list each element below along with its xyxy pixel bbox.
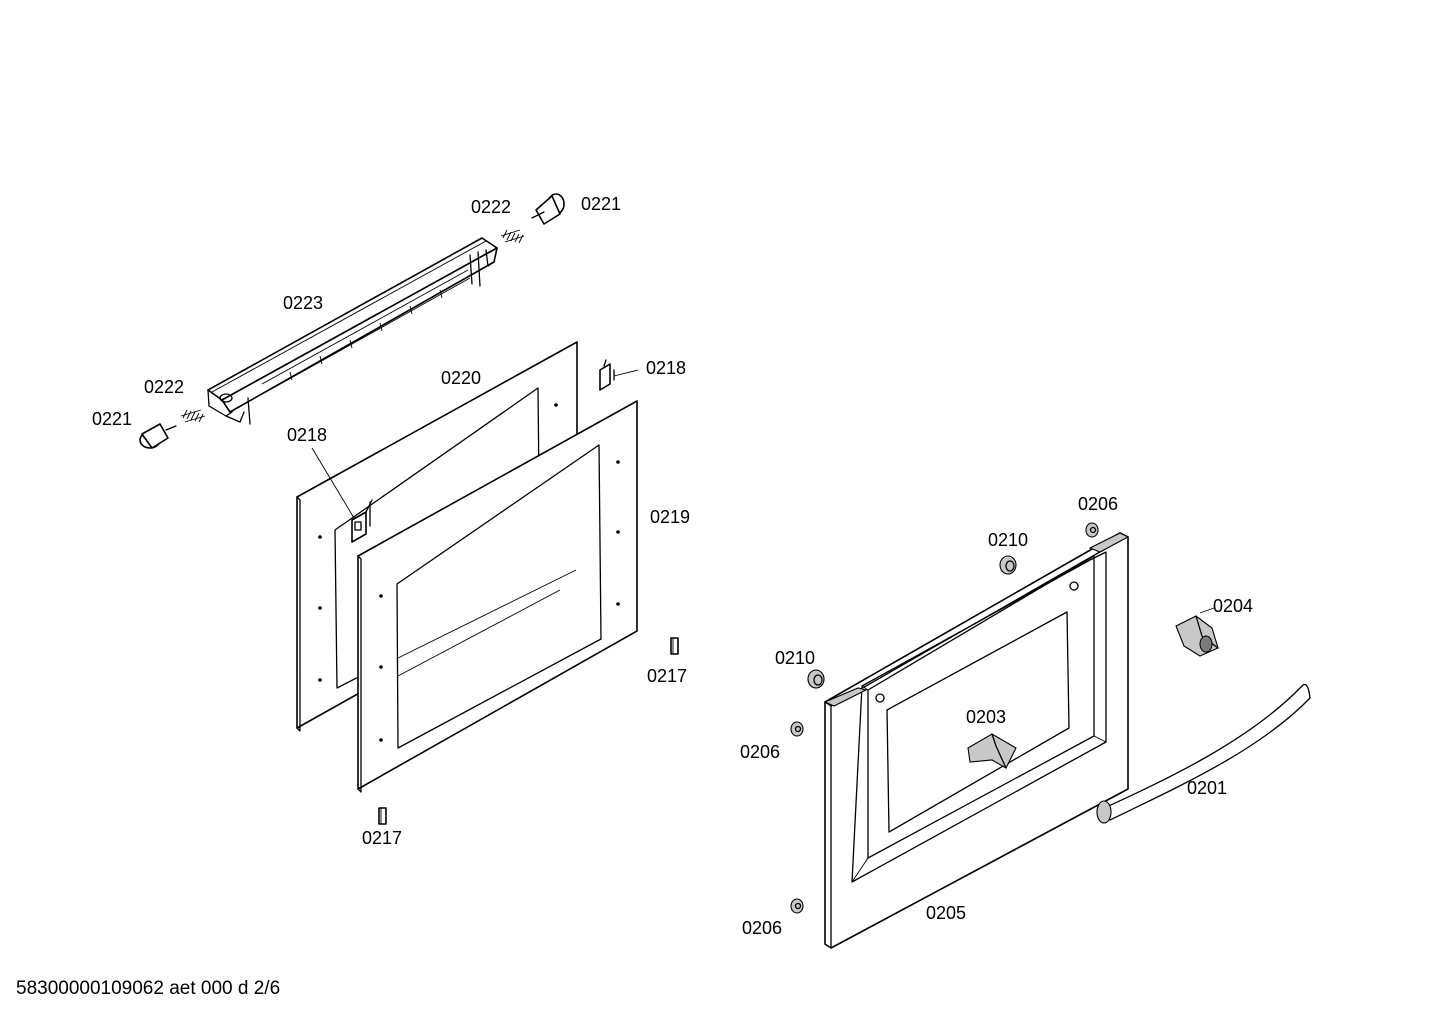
label-0222-left: 0222 <box>144 377 184 397</box>
label-0218-top: 0218 <box>646 358 686 378</box>
label-0219: 0219 <box>650 507 690 527</box>
part-0210-spacer-left <box>807 669 825 689</box>
part-0203-bracket <box>967 733 1017 769</box>
part-0221-pin-left <box>139 423 177 449</box>
part-0222-spring-left <box>180 409 206 423</box>
part-0221-pin-top <box>531 193 565 225</box>
part-0206-screw-mid <box>790 721 804 737</box>
part-0218-clip-top <box>599 359 639 391</box>
part-0223-hinge-bar <box>207 237 498 425</box>
label-0201: 0201 <box>1187 778 1227 798</box>
part-0218-clip-left <box>311 447 373 543</box>
label-0210-top: 0210 <box>988 530 1028 550</box>
part-0219-front-frame <box>357 400 638 793</box>
label-0203: 0203 <box>966 707 1006 727</box>
part-0210-spacer-top <box>999 555 1017 575</box>
label-0218-left: 0218 <box>287 425 327 445</box>
part-0222-spring-top <box>500 229 525 244</box>
label-0217-right: 0217 <box>647 666 687 686</box>
label-0206-mid: 0206 <box>740 742 780 762</box>
part-0201-handle <box>1096 683 1311 824</box>
label-0205: 0205 <box>926 903 966 923</box>
part-0204-end-cap <box>1175 615 1219 657</box>
label-0221-left: 0221 <box>92 409 132 429</box>
label-0210-left: 0210 <box>775 648 815 668</box>
part-0205-door-panel <box>823 532 1130 949</box>
label-0221-top: 0221 <box>581 194 621 214</box>
label-0217-bottom: 0217 <box>362 828 402 848</box>
label-0222-top: 0222 <box>471 197 511 217</box>
drawing-reference-footer: 58300000109062 aet 000 d 2/6 <box>16 978 281 999</box>
part-0206-screw-top <box>1085 522 1099 538</box>
part-0206-screw-bottom <box>790 898 804 914</box>
part-0217-block-right <box>670 637 679 655</box>
label-0206-top: 0206 <box>1078 494 1118 514</box>
label-0206-bottom: 0206 <box>742 918 782 938</box>
label-0204: 0204 <box>1213 596 1253 616</box>
label-0220: 0220 <box>441 368 481 388</box>
part-0217-block-bottom <box>378 807 387 825</box>
label-0223: 0223 <box>283 293 323 313</box>
leader-lines <box>1199 607 1215 614</box>
